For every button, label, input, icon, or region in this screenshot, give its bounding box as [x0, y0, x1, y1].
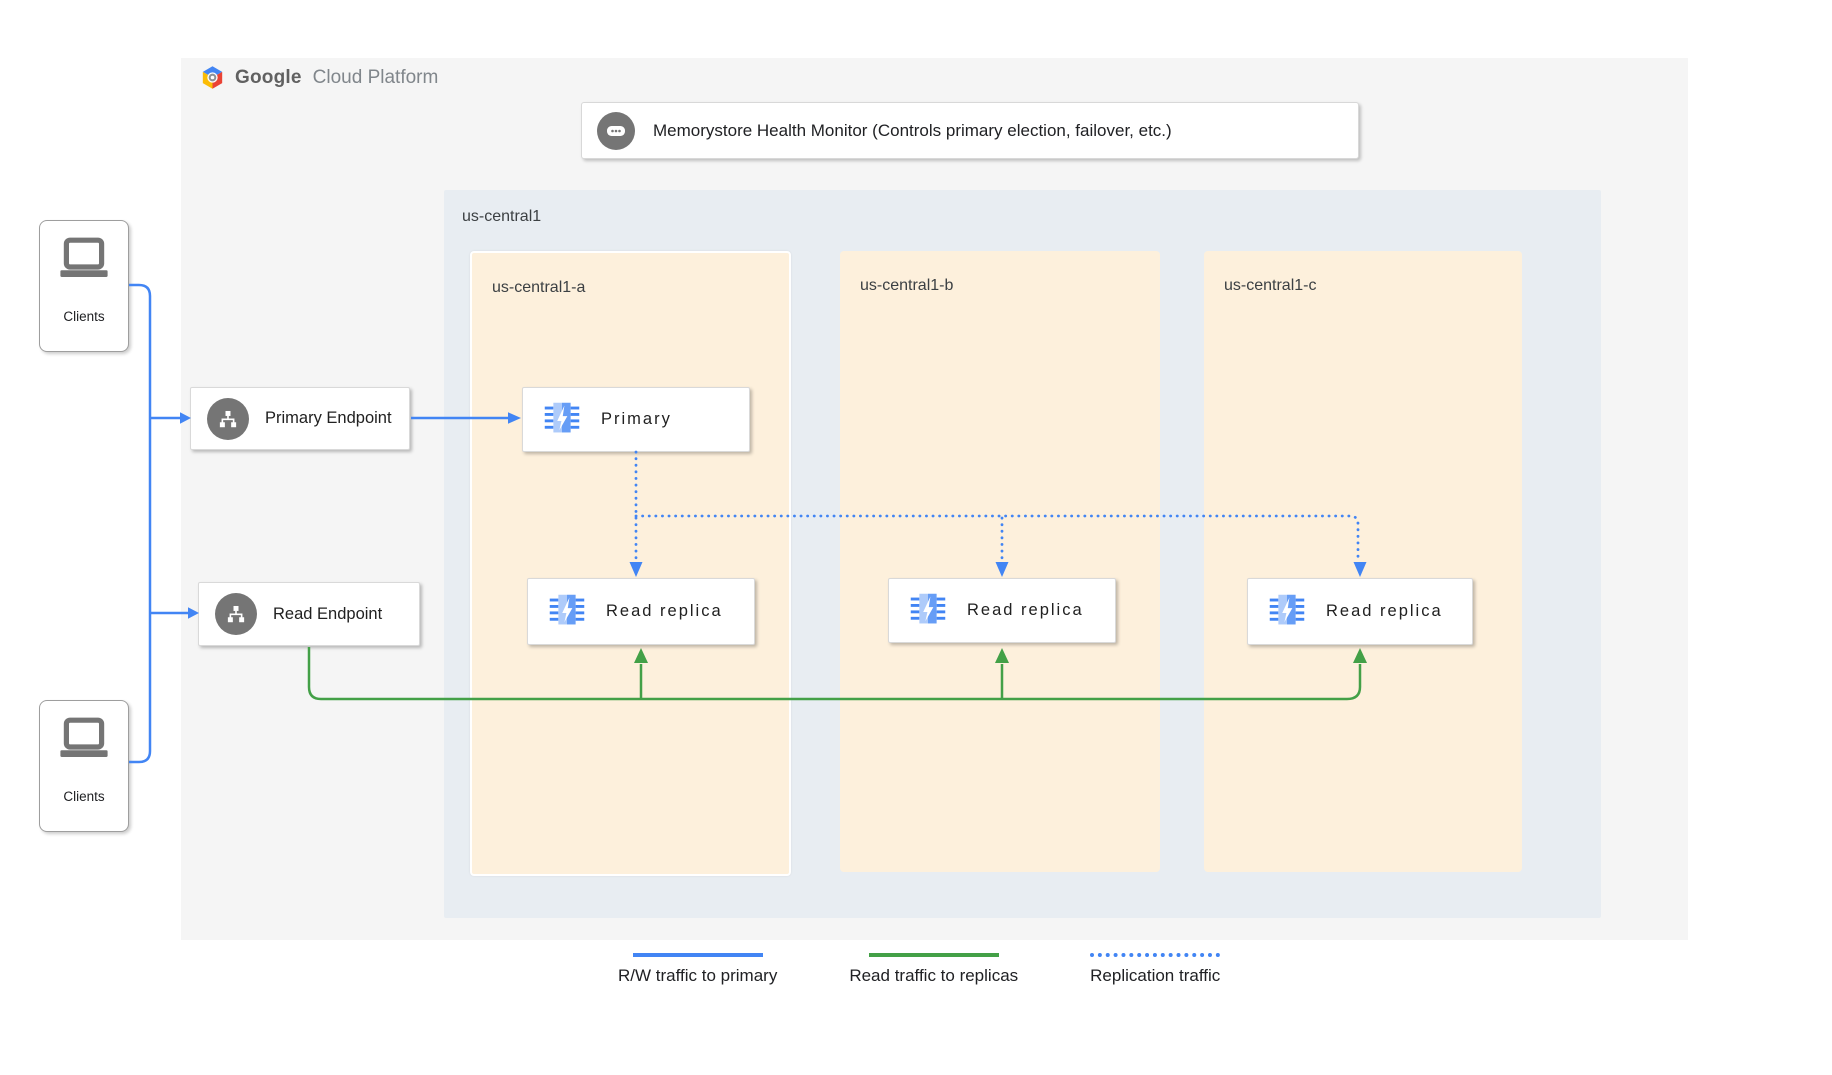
brand-google: Google: [235, 66, 302, 88]
zone-us-central1-b: us-central1-b: [840, 251, 1160, 872]
zone-us-central1-c: us-central1-c: [1204, 251, 1522, 872]
zone-b-label: us-central1-b: [860, 277, 954, 294]
health-monitor-label: Memorystore Health Monitor (Controls pri…: [653, 120, 1172, 140]
legend-line-blue-dotted: [1090, 953, 1221, 957]
legend-item-replication-traffic: Replication traffic: [1090, 953, 1220, 986]
read-endpoint-node: Read Endpoint: [198, 582, 420, 646]
memorystore-icon: [910, 593, 946, 623]
legend-label: R/W traffic to primary: [618, 966, 778, 985]
region-label: us-central1: [462, 208, 542, 225]
gcp-logo-icon: [202, 66, 223, 89]
endpoint-network-icon: [207, 397, 249, 440]
read-replica-label: Read replica: [1326, 602, 1443, 620]
read-replica-node-a: Read replica: [527, 578, 755, 645]
legend-line-green-solid: [868, 953, 999, 957]
read-replica-node-c: Read replica: [1247, 578, 1473, 645]
clients-card-top: Clients: [39, 220, 129, 352]
health-monitor-card: Memorystore Health Monitor (Controls pri…: [581, 102, 1359, 159]
memorystore-icon: [1269, 594, 1305, 624]
legend-label: Replication traffic: [1090, 966, 1221, 985]
read-replica-node-b: Read replica: [888, 578, 1116, 643]
zone-c-label: us-central1-c: [1224, 277, 1317, 294]
clients-card-bottom: Clients: [39, 700, 129, 832]
primary-label: Primary: [601, 410, 672, 428]
memorystore-icon: [544, 402, 580, 432]
read-replica-label: Read replica: [967, 601, 1084, 619]
zone-us-central1-a: us-central1-a: [470, 251, 791, 876]
endpoint-network-icon: [215, 593, 257, 635]
read-replica-label: Read replica: [606, 602, 723, 620]
legend: R/W traffic to primary Read traffic to r…: [618, 953, 1220, 986]
clients-label: Clients: [63, 309, 105, 324]
legend-item-rw-traffic: R/W traffic to primary: [618, 953, 777, 986]
read-endpoint-label: Read Endpoint: [273, 604, 383, 623]
primary-endpoint-node: Primary Endpoint: [190, 387, 410, 450]
legend-label: Read traffic to replicas: [849, 966, 1019, 985]
region-us-central1: us-central1 us-central1-a us-central1-b …: [444, 190, 1601, 918]
clients-label: Clients: [63, 789, 105, 804]
laptop-icon: [60, 237, 108, 277]
zone-a-label: us-central1-a: [492, 279, 586, 296]
memorystore-icon: [549, 594, 585, 624]
health-monitor-icon: [597, 111, 635, 150]
primary-endpoint-label: Primary Endpoint: [265, 409, 392, 427]
gcp-brand: Google Cloud Platform: [199, 64, 438, 91]
clients-connector-line: [129, 283, 152, 764]
legend-line-blue-solid: [632, 953, 763, 957]
primary-node: Primary: [522, 387, 750, 452]
laptop-icon: [60, 717, 108, 757]
brand-cloud-platform: Cloud Platform: [312, 66, 439, 88]
legend-item-read-traffic: Read traffic to replicas: [849, 953, 1018, 986]
